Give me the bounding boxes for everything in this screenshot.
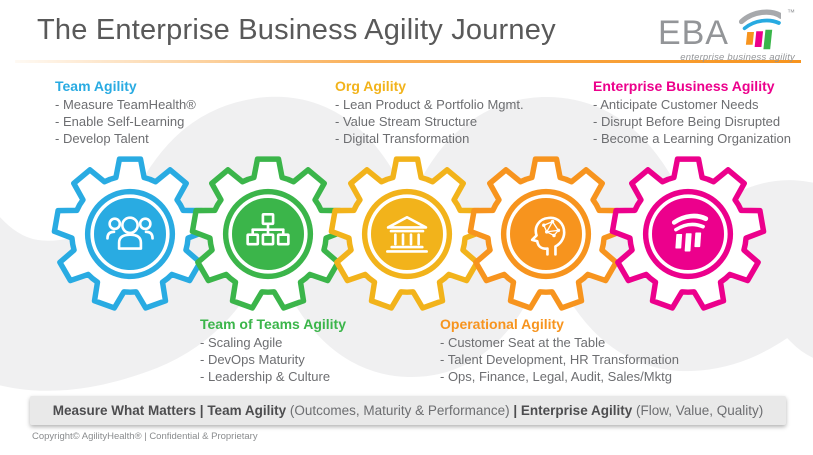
title-underline: [15, 60, 801, 63]
head-brain-icon: [530, 216, 566, 256]
bar-separator: |: [196, 403, 208, 418]
stage-heading: Operational Agility: [440, 316, 564, 332]
stage-heading: Team Agility: [55, 78, 137, 94]
gear-operational-agility: [466, 154, 626, 314]
stage-item: - Digital Transformation: [335, 131, 470, 147]
stage-item: - Scaling Agile: [200, 335, 283, 350]
stage-item: - Talent Development, HR Transformation: [440, 352, 679, 368]
stage-heading: Team of Teams Agility: [200, 316, 346, 332]
gear-org-agility: [327, 154, 487, 314]
stage-item: - Value Stream Structure: [335, 114, 478, 130]
page-title: The Enterprise Business Agility Journey: [37, 14, 556, 46]
trademark-symbol: ™: [787, 8, 795, 17]
bar-segment: Team Agility: [207, 403, 287, 418]
eba-flag-icon: [738, 9, 781, 50]
stage-item: - Ops, Finance, Legal, Audit, Sales/Mktg: [440, 369, 672, 385]
bar-segment: Enterprise Agility: [520, 403, 633, 418]
stage-item: - Leadership & Culture: [200, 369, 331, 385]
stage-item: - Develop Talent: [55, 131, 149, 147]
stage-label-team-agility: Team Agility - Measure TeamHealth® - Ena…: [55, 78, 196, 147]
gear-team-agility: [50, 154, 210, 314]
eba-logo: EBA ™ enterprise business agility: [635, 8, 795, 63]
stage-item: - Measure TeamHealth®: [55, 97, 196, 112]
stage-item: - Lean Product & Portfolio Mgmt.: [335, 97, 524, 112]
stage-item: - Enable Self-Learning: [55, 114, 185, 130]
stage-item: - DevOps Maturity: [200, 352, 305, 368]
eba-column-icon: [671, 213, 709, 252]
measure-what-matters-bar: Measure What Matters | Team Agility (Out…: [30, 396, 786, 425]
gear-team-of-teams-agility: [188, 154, 348, 314]
org-chart-icon: [246, 213, 290, 246]
bar-segment: (Outcomes, Maturity & Performance): [286, 403, 514, 418]
bank-icon: [386, 215, 428, 253]
copyright-text: Copyright© AgilityHealth® | Confidential…: [32, 431, 258, 442]
stage-label-operational-agility: Operational Agility - Customer Seat at t…: [440, 316, 679, 385]
stage-label-team-of-teams-agility: Team of Teams Agility - Scaling Agile - …: [200, 316, 346, 385]
stage-label-org-agility: Org Agility - Lean Product & Portfolio M…: [335, 78, 524, 147]
stage-label-enterprise-business-agility: Enterprise Business Agility - Anticipate…: [593, 78, 791, 147]
stage-item: - Anticipate Customer Needs: [593, 97, 759, 112]
logo-text: EBA: [657, 14, 729, 52]
logo-tagline: enterprise business agility: [680, 52, 795, 63]
bar-segment: (Flow, Value, Quality): [632, 403, 764, 418]
stage-heading: Org Agility: [335, 78, 407, 94]
bar-separator: |: [513, 403, 521, 418]
team-group-icon: [106, 216, 154, 250]
stage-item: - Disrupt Before Being Disrupted: [593, 114, 781, 130]
stage-heading: Enterprise Business Agility: [593, 78, 775, 94]
bar-segment: Measure What Matters: [52, 403, 197, 418]
stage-item: - Become a Learning Organization: [593, 131, 792, 147]
gear-enterprise-business-agility: [608, 154, 768, 314]
stage-item: - Customer Seat at the Table: [440, 335, 606, 350]
